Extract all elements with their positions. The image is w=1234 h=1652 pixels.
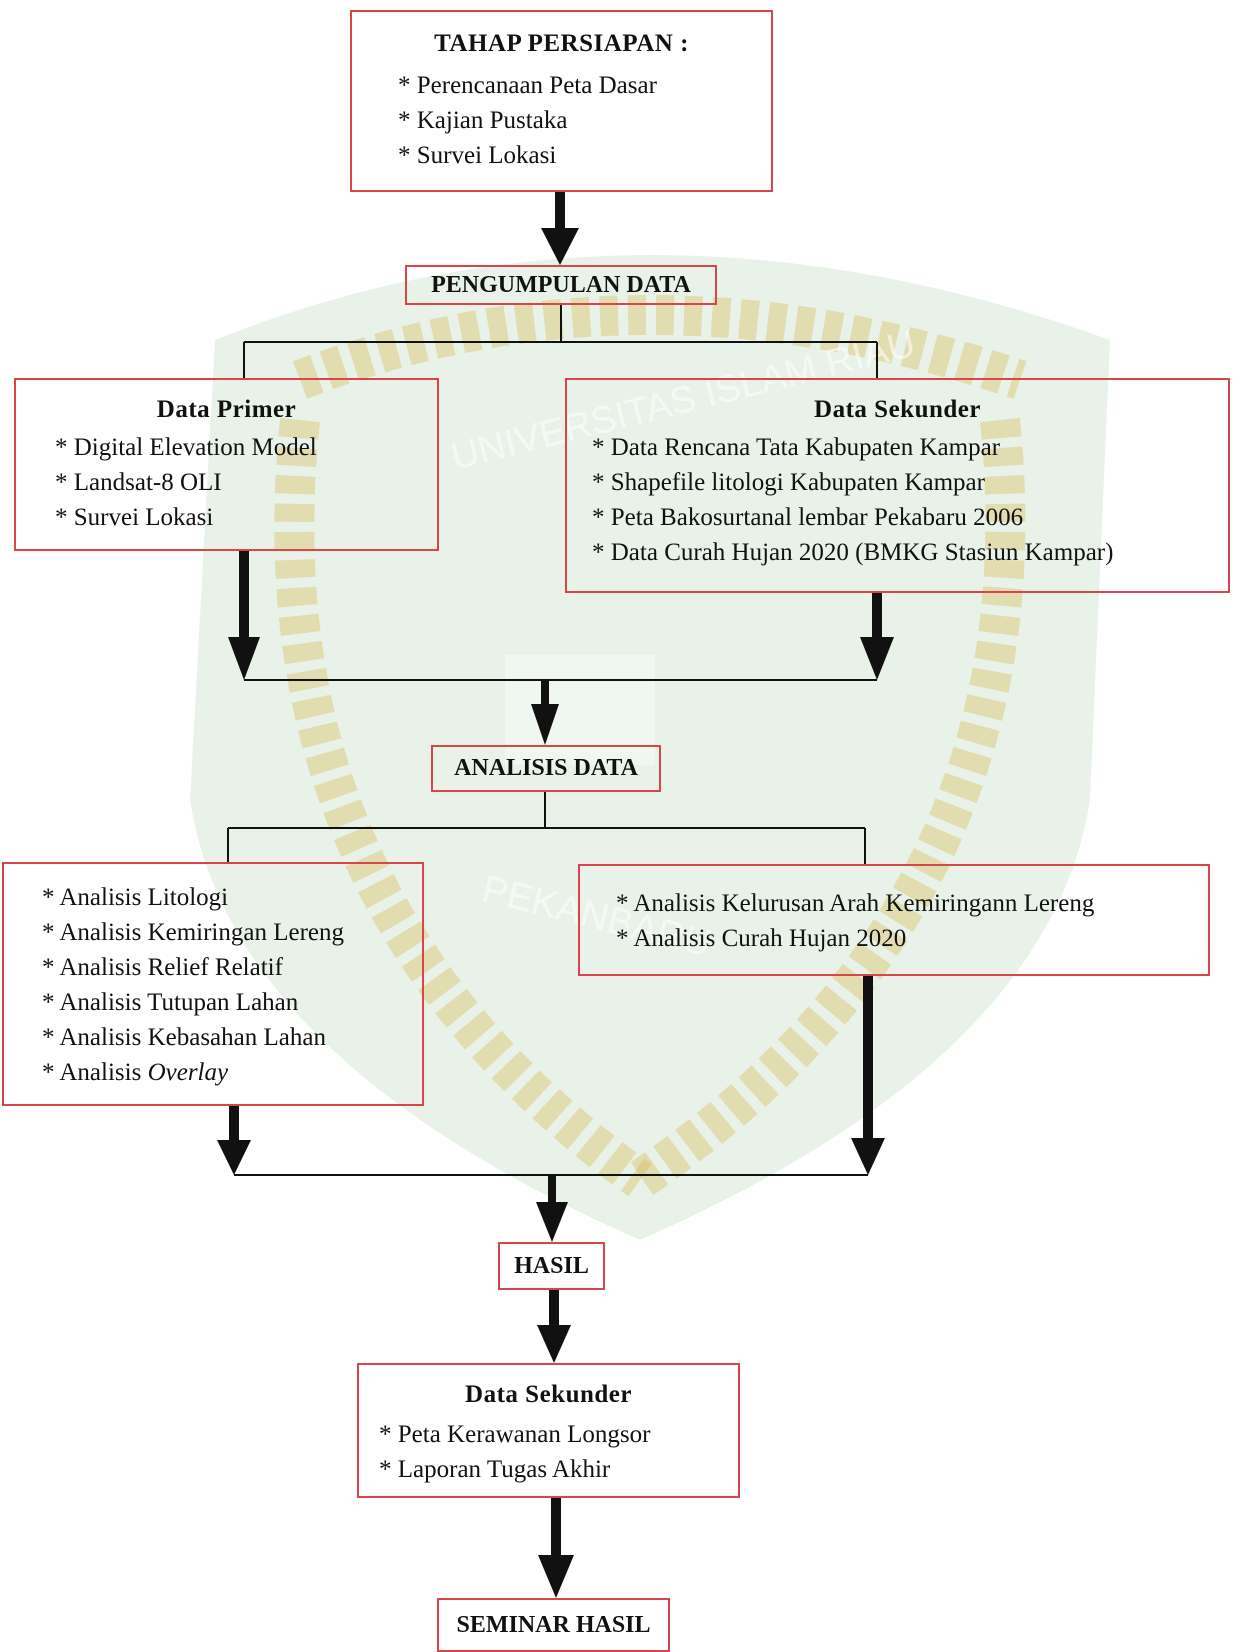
list-item: * Peta Bakosurtanal lembar Pekabaru 2006: [592, 504, 1024, 531]
analisis-left-box: * Analisis Litologi * Analisis Kemiringa…: [2, 862, 424, 1106]
tahap-persiapan-box: TAHAP PERSIAPAN : * Perencanaan Peta Das…: [350, 10, 773, 192]
list-item: * Landsat-8 OLI: [55, 469, 222, 496]
list-item: * Analisis Kemiringan Lereng: [42, 919, 345, 946]
analisis-left-list: * Analisis Litologi * Analisis Kemiringa…: [42, 880, 422, 1090]
list-item: * Analisis Curah Hujan 2020: [616, 925, 907, 952]
list-item: * Analisis Kebasahan Lahan: [42, 1024, 326, 1051]
list-item: * Survei Lokasi: [398, 142, 557, 169]
list-item: * Analisis Litologi: [42, 884, 229, 911]
hasil-label: HASIL: [498, 1242, 605, 1290]
list-item: * Digital Elevation Model: [55, 434, 317, 461]
arrow-down-icon: [538, 1555, 574, 1598]
list-item: * Analisis Relief Relatif: [42, 954, 283, 981]
tahap-persiapan-title: TAHAP PERSIAPAN :: [434, 30, 689, 57]
data-sekunder-output-title: Data Sekunder: [465, 1381, 632, 1408]
arrow-down-icon: [537, 1325, 571, 1363]
arrow-down-icon: [541, 228, 579, 265]
data-sekunder-output-list: * Peta Kerawanan Longsor * Laporan Tugas…: [379, 1417, 738, 1487]
arrow-down-icon: [860, 637, 894, 680]
data-sekunder-input-box: Data Sekunder * Data Rencana Tata Kabupa…: [565, 378, 1230, 593]
data-primer-title: Data Primer: [156, 396, 297, 423]
analisis-data-label: ANALISIS DATA: [431, 745, 661, 792]
list-item-overlay: * Analisis Overlay: [42, 1055, 422, 1090]
analisis-right-list: * Analisis Kelurusan Arah Kemiringann Le…: [616, 886, 1208, 956]
list-item: * Peta Kerawanan Longsor: [379, 1421, 651, 1448]
pengumpulan-data-label: PENGUMPULAN DATA: [405, 265, 717, 305]
list-item: * Perencanaan Peta Dasar: [398, 72, 657, 99]
list-item: * Laporan Tugas Akhir: [379, 1456, 611, 1483]
overlay-prefix: * Analisis: [42, 1059, 148, 1086]
data-sekunder-output-box: Data Sekunder * Peta Kerawanan Longsor *…: [357, 1363, 740, 1498]
list-item: * Shapefile litologi Kabupaten Kampar: [592, 469, 985, 496]
list-item: * Data Curah Hujan 2020 (BMKG Stasiun Ka…: [592, 539, 1114, 566]
list-item: * Data Rencana Tata Kabupaten Kampar: [592, 434, 1001, 461]
arrow-down-icon: [851, 1138, 885, 1175]
overlay-italic: Overlay: [147, 1059, 229, 1086]
list-item: * Analisis Tutupan Lahan: [42, 989, 299, 1016]
analisis-right-box: * Analisis Kelurusan Arah Kemiringann Le…: [578, 864, 1210, 976]
arrow-down-icon: [217, 1140, 251, 1175]
data-sekunder-input-title: Data Sekunder: [814, 396, 981, 423]
arrow-down-icon: [536, 1202, 568, 1242]
list-item: * Analisis Kelurusan Arah Kemiringann Le…: [616, 890, 1095, 917]
data-primer-list: * Digital Elevation Model * Landsat-8 OL…: [55, 430, 437, 535]
data-sekunder-input-list: * Data Rencana Tata Kabupaten Kampar * S…: [592, 430, 1228, 570]
arrow-down-icon: [228, 637, 260, 680]
list-item: * Kajian Pustaka: [398, 107, 568, 134]
list-item: * Survei Lokasi: [55, 504, 214, 531]
arrow-down-icon: [531, 704, 559, 745]
seminar-hasil-label: SEMINAR HASIL: [437, 1598, 670, 1652]
tahap-persiapan-list: * Perencanaan Peta Dasar * Kajian Pustak…: [398, 68, 771, 173]
data-primer-box: Data Primer * Digital Elevation Model * …: [14, 378, 439, 551]
